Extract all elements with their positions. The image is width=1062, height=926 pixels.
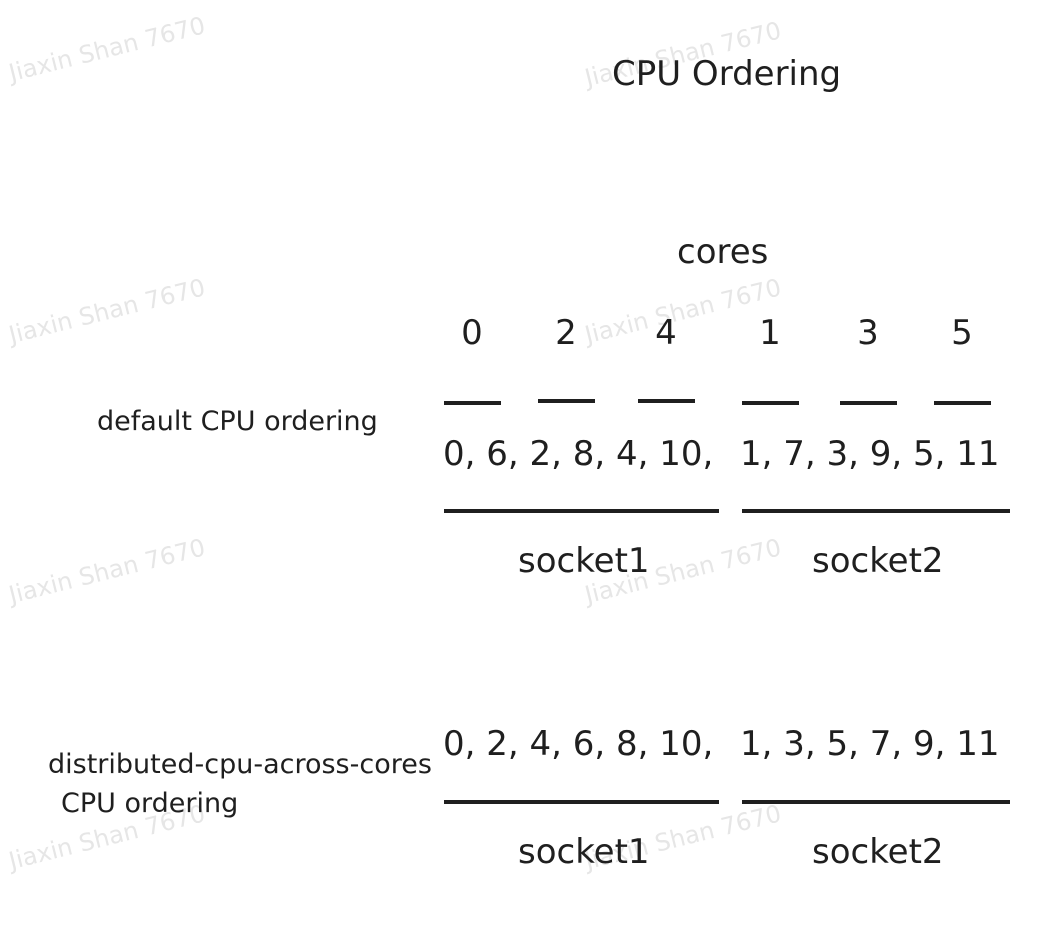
core-number: 2 (555, 313, 577, 353)
core-number: 1 (759, 313, 781, 353)
distributed-ordering-label-line2: CPU ordering (61, 788, 239, 819)
distributed-ordering-label: distributed-cpu-across-cores (48, 749, 432, 780)
socket1-bar (444, 509, 719, 513)
socket1-label: socket1 (518, 541, 650, 581)
core-number: 0 (461, 313, 483, 353)
core-number: 5 (951, 313, 973, 353)
socket1-label: socket1 (518, 832, 650, 872)
socket2-bar (742, 800, 1010, 804)
socket2-label: socket2 (812, 541, 944, 581)
core-bar (444, 401, 501, 405)
core-bar (934, 401, 991, 405)
default-socket2-sequence: 1, 7, 3, 9, 5, 11 (740, 434, 1000, 474)
distributed-socket1-sequence: 0, 2, 4, 6, 8, 10, (443, 724, 714, 764)
watermark: Jiaxin Shan 7670 (6, 273, 209, 350)
distributed-socket2-sequence: 1, 3, 5, 7, 9, 11 (740, 724, 1000, 764)
socket2-label: socket2 (812, 832, 944, 872)
core-bar (840, 401, 897, 405)
cores-label: cores (677, 232, 769, 272)
core-number: 3 (857, 313, 879, 353)
watermark: Jiaxin Shan 7670 (6, 11, 209, 88)
default-ordering-label: default CPU ordering (97, 406, 378, 437)
socket1-bar (444, 800, 719, 804)
core-number: 4 (655, 313, 677, 353)
diagram-title: CPU Ordering (612, 54, 842, 94)
core-bar (742, 401, 799, 405)
core-bar (538, 399, 595, 403)
default-socket1-sequence: 0, 6, 2, 8, 4, 10, (443, 434, 714, 474)
socket2-bar (742, 509, 1010, 513)
watermark: Jiaxin Shan 7670 (6, 533, 209, 610)
core-bar (638, 399, 695, 403)
